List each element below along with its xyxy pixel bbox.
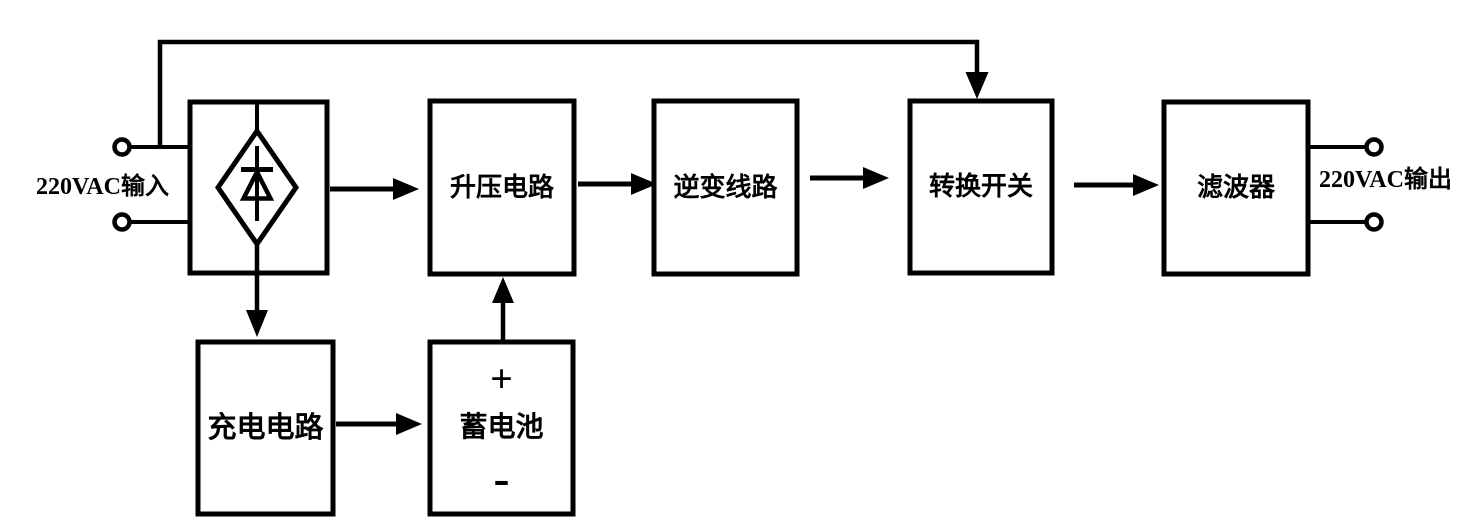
- arrowhead-inverter-to-transfer: [863, 167, 889, 189]
- diode-bridge-icon: [214, 104, 300, 249]
- output-terminal-top: [1364, 137, 1384, 157]
- transfer-switch-label: 转换开关: [928, 172, 1033, 201]
- diode-triangle: [239, 167, 275, 201]
- bypass-line: [157, 39, 980, 145]
- filter-block: [1161, 99, 1311, 277]
- input-terminal-top: [112, 137, 132, 157]
- transfer-switch-block: [907, 98, 1055, 276]
- battery-positive-sign: +: [490, 356, 513, 401]
- arrowhead-rectifier-to-charger: [246, 310, 268, 337]
- battery-negative-sign: -: [493, 452, 510, 505]
- filter-label: 滤波器: [1196, 173, 1275, 202]
- battery-label: 蓄电池: [459, 412, 544, 443]
- boost-circuit-block: [427, 98, 577, 277]
- input-terminal-bottom: [112, 212, 132, 232]
- arrowhead-battery-to-boost: [492, 277, 514, 303]
- bypass-arrowhead: [965, 72, 989, 99]
- boost-circuit-label: 升压电路: [449, 172, 554, 202]
- arrowhead-rectifier-to-boost: [393, 178, 419, 200]
- ac-output-label: 220VAC输出: [1319, 167, 1452, 193]
- arrowhead-boost-to-inverter: [631, 173, 657, 195]
- arrowhead-charger-to-battery: [396, 413, 422, 435]
- ac-input-label: 220VAC输入: [36, 174, 169, 200]
- output-terminal-bottom: [1364, 212, 1384, 232]
- charger-block: [195, 339, 336, 517]
- inverter-label: 逆变线路: [673, 172, 778, 202]
- inverter-block: [651, 98, 800, 277]
- charger-label: 充电电路: [207, 411, 324, 444]
- arrowhead-transfer-to-filter: [1133, 174, 1159, 196]
